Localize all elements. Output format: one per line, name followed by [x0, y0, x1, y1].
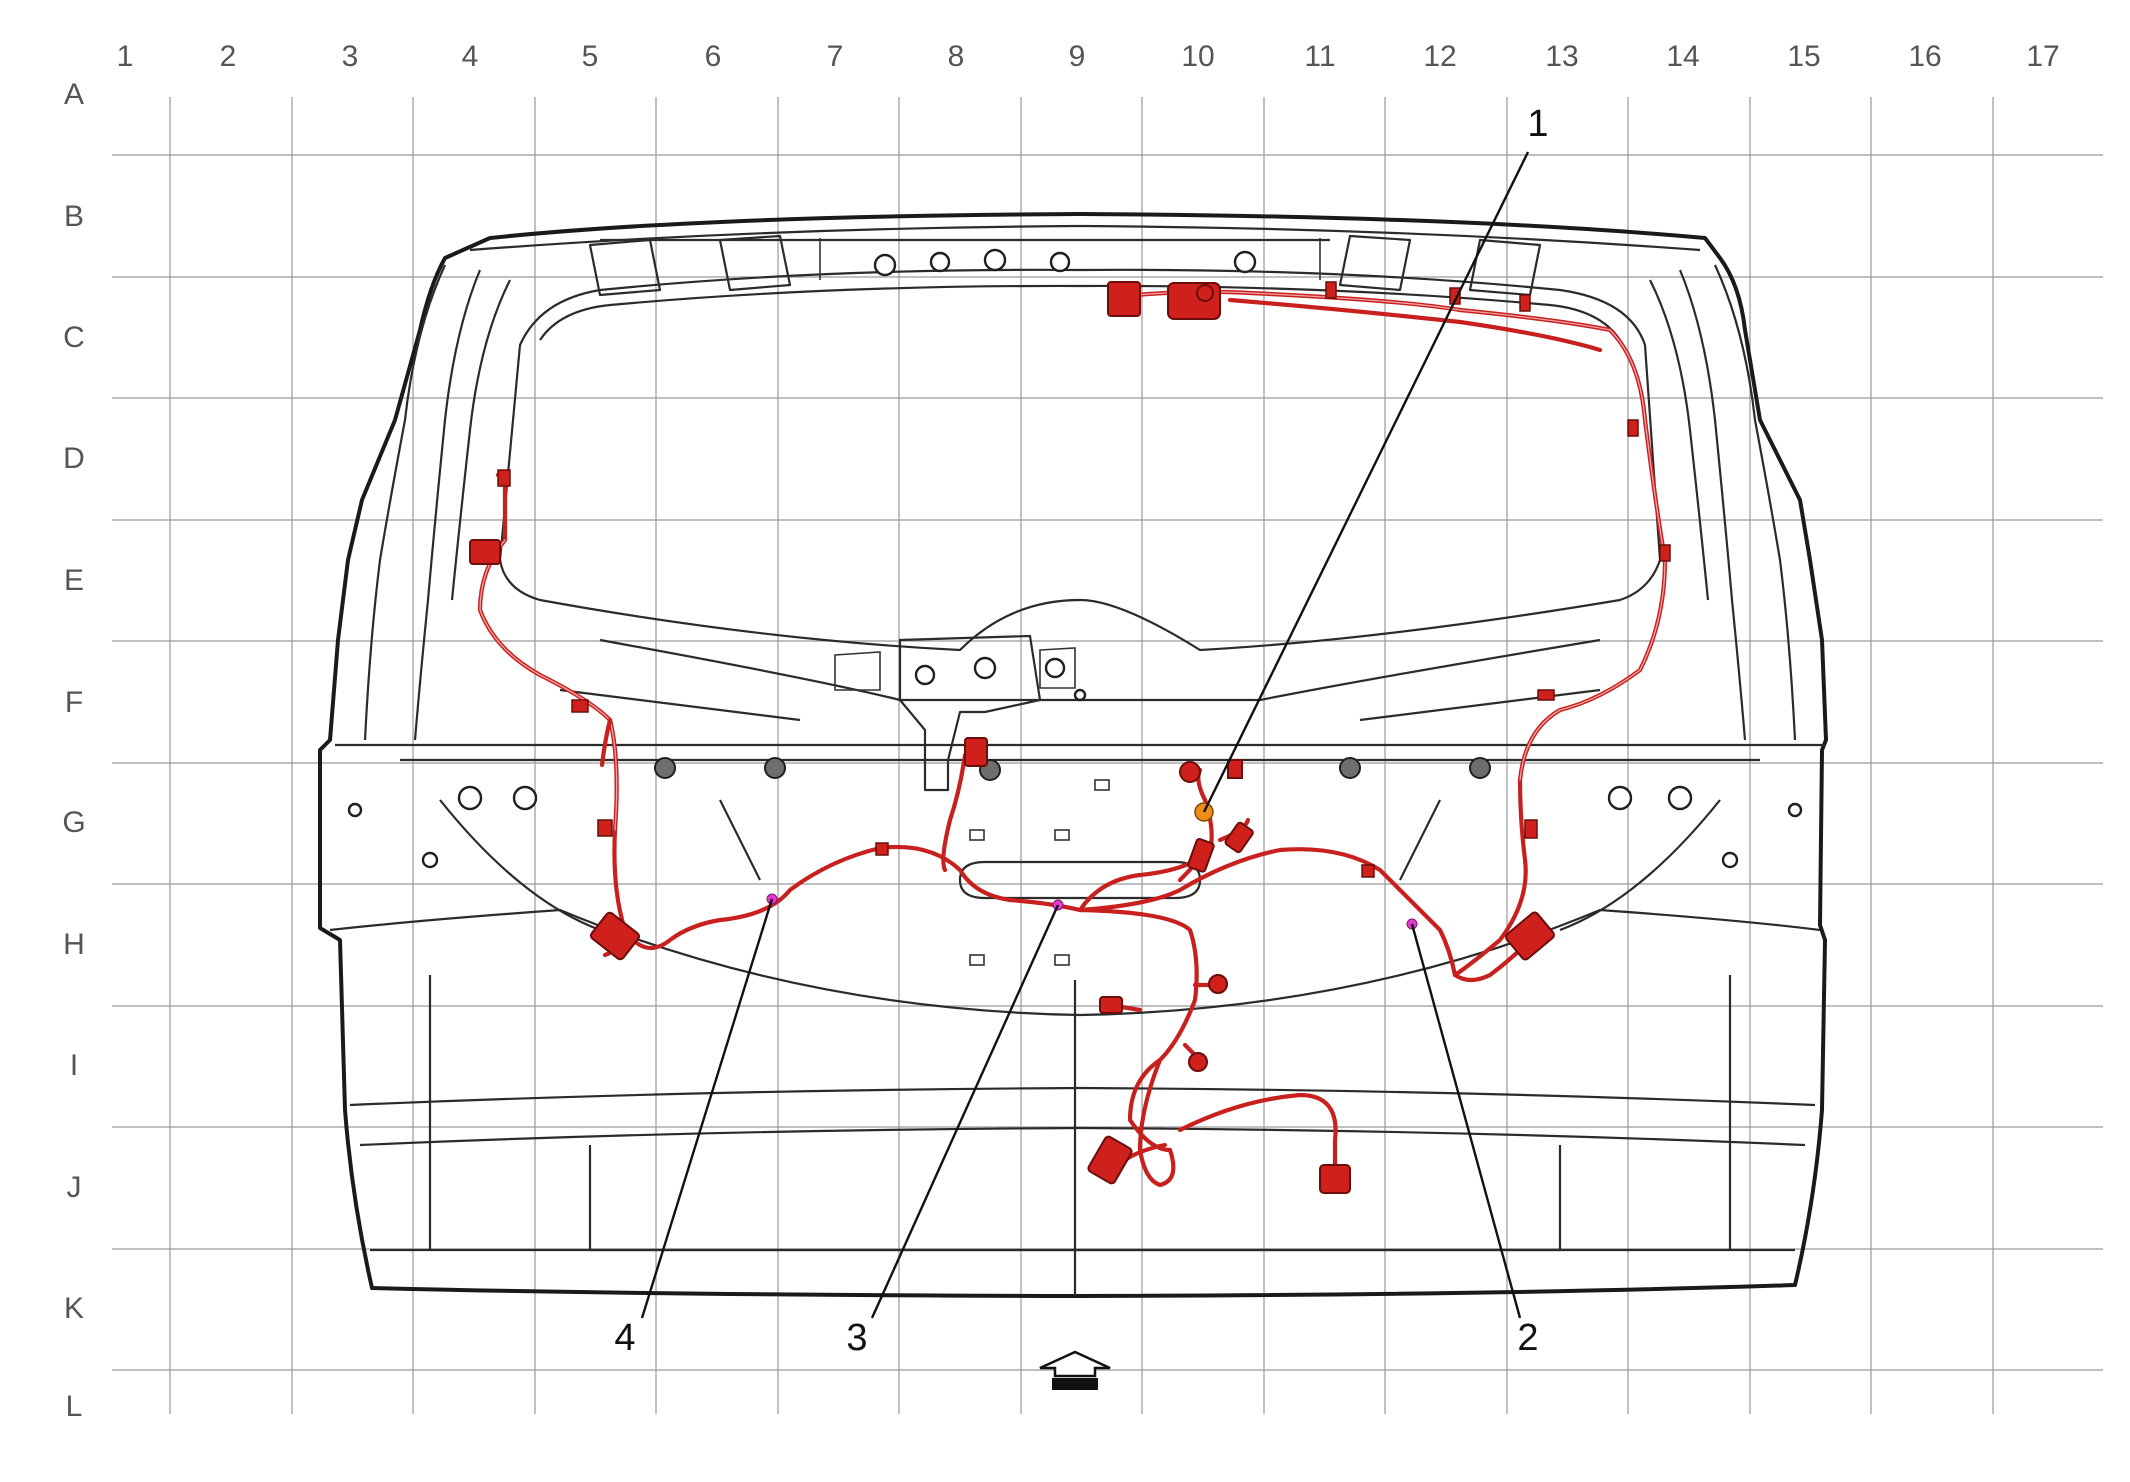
grid-column-label: 8: [948, 40, 965, 73]
grid-row-label: K: [64, 1292, 84, 1325]
callout-1-label: 1: [1527, 103, 1548, 145]
grid-column-label: 9: [1069, 40, 1086, 73]
grid-row-label: B: [64, 200, 84, 233]
wiring-harness: [477, 289, 1668, 1188]
grid-column-label: 13: [1545, 40, 1578, 73]
grid-column-label: 11: [1304, 40, 1335, 73]
grid-column-label: 16: [1908, 40, 1941, 73]
grid-row-label: C: [63, 321, 85, 354]
callout-3-label: 3: [846, 1317, 867, 1359]
grid-row-label: A: [64, 78, 84, 111]
callout-4-label: 4: [614, 1317, 635, 1359]
grid-column-label: 12: [1423, 40, 1456, 73]
grid-row-label: F: [65, 686, 83, 719]
grid-column-label: 2: [220, 40, 237, 73]
grid-row-label: J: [67, 1171, 82, 1204]
grid-column-label: 7: [827, 40, 844, 73]
callout-leaders: [640, 151, 1530, 1319]
grid-row-label: G: [62, 806, 85, 839]
grid-row-label: H: [63, 928, 85, 961]
grid-column-label: 3: [342, 40, 359, 73]
grid-row-label: E: [64, 564, 84, 597]
grid-column-label: 15: [1787, 40, 1820, 73]
grid-column-label: 17: [2026, 40, 2059, 73]
grid-row-label: L: [66, 1390, 83, 1423]
tailgate-panel: [318, 212, 1828, 1298]
grid-column-label: 14: [1666, 40, 1699, 73]
grid-column-label: 5: [582, 40, 599, 73]
grid-column-label: 1: [117, 40, 134, 73]
grid-column-label: 4: [462, 40, 479, 73]
grid-row-label: D: [63, 442, 85, 475]
callout-2-label: 2: [1517, 1317, 1538, 1359]
grid-column-label: 6: [705, 40, 722, 73]
connectors: [469, 281, 1671, 1194]
up-arrow-icon: [1039, 1350, 1111, 1390]
grid-column-label: 10: [1181, 40, 1214, 73]
grid-row-label: I: [70, 1049, 78, 1082]
